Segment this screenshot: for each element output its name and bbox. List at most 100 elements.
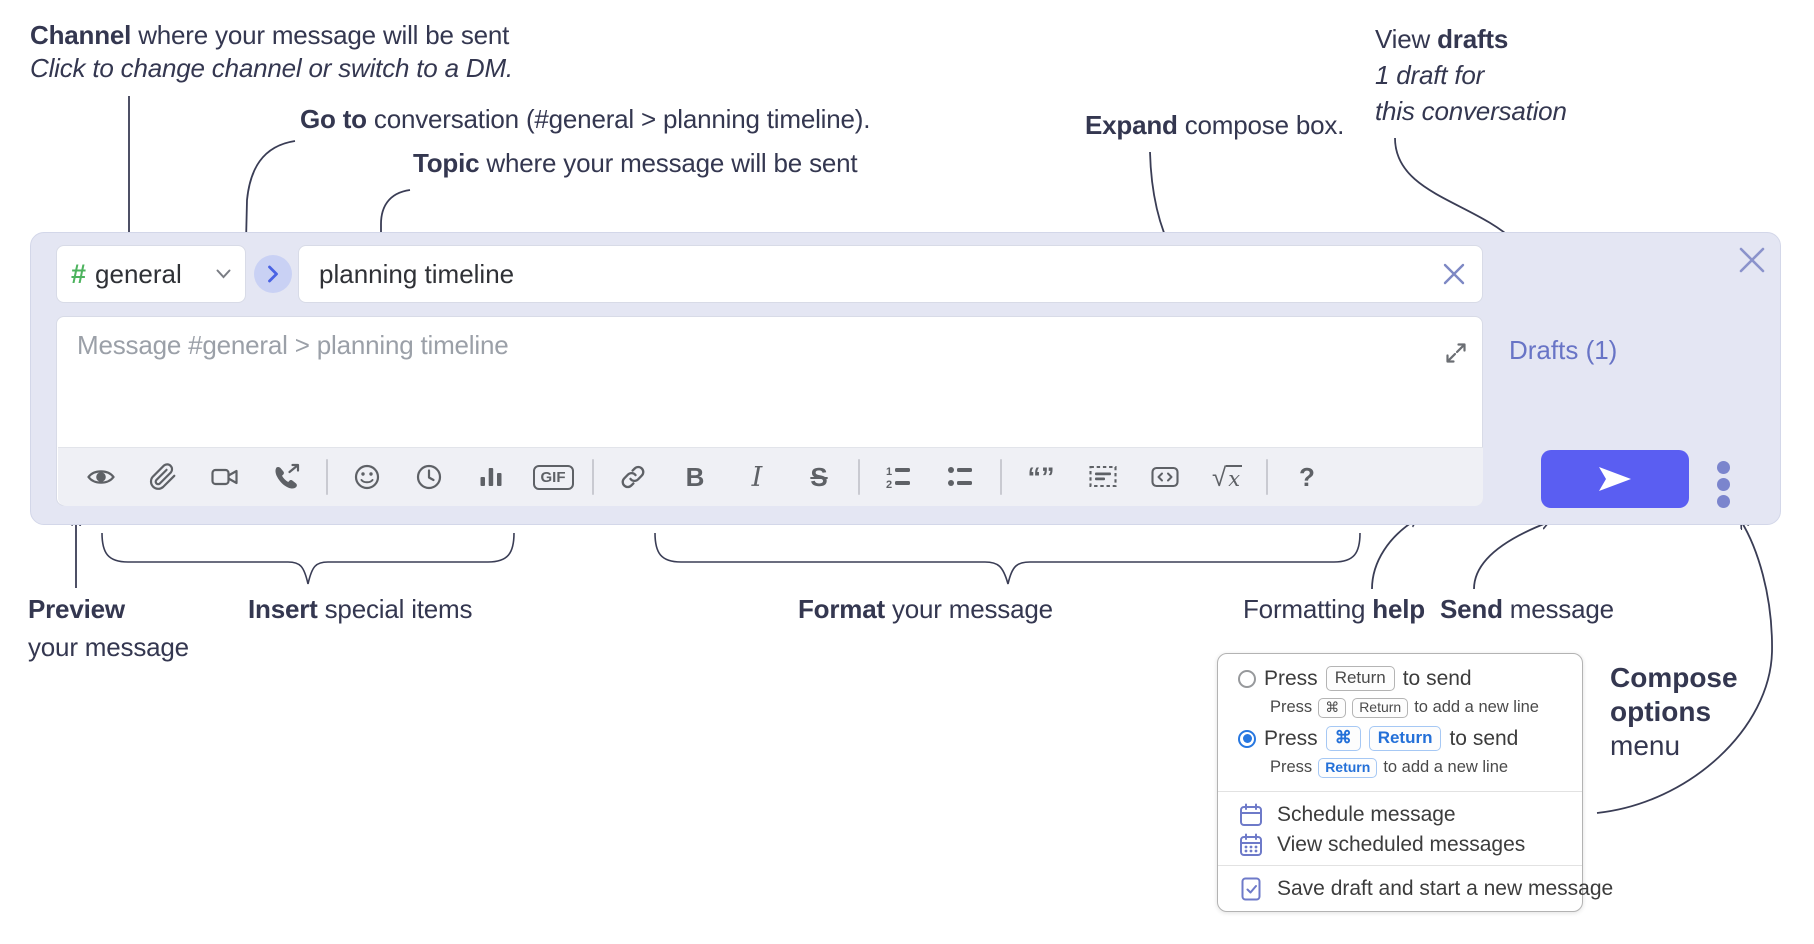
dot-icon — [1717, 461, 1730, 474]
toolbar-divider — [858, 459, 860, 495]
send-pointer-line — [1473, 522, 1549, 590]
clear-topic-icon[interactable] — [1442, 262, 1466, 286]
drafts-annotation-line3: this conversation — [1375, 96, 1567, 127]
goto-conversation-button[interactable] — [254, 255, 292, 293]
preview-icon[interactable] — [70, 454, 132, 500]
format-annotation-rest: your message — [884, 594, 1053, 624]
compose-options-line1-text: Compose — [1610, 662, 1738, 693]
poll-icon[interactable] — [460, 454, 522, 500]
math-variable-glyph: x — [1226, 464, 1243, 491]
link-icon[interactable] — [602, 454, 664, 500]
send-annotation: Send message — [1440, 594, 1614, 625]
schedule-message-item[interactable]: Schedule message — [1238, 802, 1456, 828]
voice-call-icon[interactable] — [256, 454, 318, 500]
topic-value: planning timeline — [319, 258, 515, 289]
channel-annotation-rest: where your message will be sent — [131, 20, 510, 50]
channel-selector[interactable]: # general — [56, 245, 246, 303]
radio-selected-icon[interactable] — [1238, 729, 1256, 748]
svg-text:2: 2 — [886, 479, 892, 491]
preview-annotation-bold: Preview — [28, 594, 125, 624]
drafts-annotation-line3-text: this conversation — [1375, 96, 1567, 126]
expand-annotation: Expand compose box. — [1085, 110, 1344, 141]
expand-annotation-rest: compose box. — [1177, 110, 1345, 140]
chevron-down-icon — [216, 269, 231, 279]
draft-document-icon — [1241, 877, 1261, 901]
kbd-return-blue: Return — [1368, 726, 1442, 752]
send-annotation-rest: message — [1502, 594, 1614, 624]
option-subtext: Press — [1270, 758, 1313, 777]
quote-icon[interactable]: “” — [1010, 454, 1072, 500]
preview-annotation-line1: Preview — [28, 594, 125, 625]
send-option-cmd-return[interactable]: Press ⌘ Return to send — [1238, 726, 1519, 752]
option-subtext: to add a new line — [1383, 758, 1509, 777]
formatting-help-bold: help — [1372, 594, 1425, 624]
send-option-return[interactable]: Press Return to send — [1238, 666, 1472, 692]
send-icon — [1599, 467, 1631, 491]
drafts-annotation-line2: 1 draft for — [1375, 60, 1484, 91]
gif-icon[interactable]: GIF — [522, 454, 584, 500]
video-call-icon[interactable] — [194, 454, 256, 500]
goto-pointer-line — [246, 140, 296, 242]
insert-annotation-rest: special items — [317, 594, 473, 624]
math-icon[interactable]: √x — [1196, 454, 1258, 500]
message-box[interactable]: Message #general > planning timeline — [56, 316, 1483, 506]
send-button[interactable] — [1541, 450, 1689, 508]
close-compose-icon[interactable] — [1738, 246, 1766, 274]
channel-annotation-bold: Channel — [30, 20, 132, 50]
format-annotation-bold: Format — [798, 594, 885, 624]
chevron-right-icon — [268, 265, 278, 283]
topic-input[interactable]: planning timeline — [298, 245, 1483, 303]
attach-file-icon[interactable] — [132, 454, 194, 500]
strike-label: S — [810, 461, 828, 492]
menu-divider — [1218, 791, 1582, 792]
drafts-annotation-line1: View drafts — [1375, 24, 1508, 55]
expand-annotation-bold: Expand — [1085, 110, 1178, 140]
insert-brace — [101, 532, 515, 585]
code-icon[interactable] — [1134, 454, 1196, 500]
message-placeholder: Message #general > planning timeline — [77, 330, 509, 360]
expand-compose-icon[interactable] — [1444, 341, 1468, 365]
preview-annotation-line2-text: your message — [28, 632, 189, 662]
topic-annotation-bold: Topic — [413, 148, 480, 178]
toolbar-divider — [1266, 459, 1268, 495]
calendar-dots-icon — [1240, 833, 1262, 856]
schedule-message-label: Schedule message — [1277, 803, 1456, 826]
view-scheduled-messages-label: View scheduled messages — [1277, 833, 1526, 856]
quote-label: “” — [1027, 461, 1055, 492]
formatting-help-pointer-line — [1371, 519, 1417, 590]
option-text: to send — [1449, 726, 1519, 750]
bulleted-list-icon[interactable] — [930, 454, 992, 500]
goto-annotation-bold: Go to — [300, 104, 367, 134]
send-option-cmd-return-subtext: Press Return to add a new line — [1270, 758, 1508, 778]
topic-annotation: Topic where your message will be sent — [413, 148, 858, 179]
strikethrough-icon[interactable]: S — [788, 454, 850, 500]
option-text: to send — [1402, 666, 1472, 690]
spoiler-icon[interactable] — [1072, 454, 1134, 500]
message-formatting-help-icon[interactable]: ? — [1276, 454, 1338, 500]
italic-label: I — [751, 461, 763, 493]
drafts-link[interactable]: Drafts (1) — [1509, 335, 1618, 365]
bold-label: B — [685, 461, 705, 492]
toolbar-divider — [1000, 459, 1002, 495]
channel-name: general — [95, 258, 182, 289]
channel-annotation-italic: Click to change channel or switch to a D… — [30, 53, 513, 84]
time-icon[interactable] — [398, 454, 460, 500]
option-subtext: Press — [1270, 698, 1313, 717]
view-scheduled-messages-item[interactable]: View scheduled messages — [1238, 832, 1525, 858]
kbd-return-blue: Return — [1318, 758, 1378, 778]
bold-icon[interactable]: B — [664, 454, 726, 500]
math-root-glyph: √ — [1211, 461, 1227, 492]
topic-annotation-rest: where your message will be sent — [479, 148, 858, 178]
radio-unselected-icon[interactable] — [1238, 669, 1256, 688]
compose-options-menu-button[interactable] — [1717, 461, 1730, 508]
emoji-icon[interactable] — [336, 454, 398, 500]
save-draft-label: Save draft and start a new message — [1277, 877, 1614, 900]
save-draft-item[interactable]: Save draft and start a new message — [1238, 876, 1613, 902]
kbd-return: Return — [1352, 698, 1409, 718]
insert-annotation: Insert special items — [248, 594, 473, 625]
svg-text:1: 1 — [886, 466, 892, 478]
italic-icon[interactable]: I — [726, 454, 788, 500]
send-option-return-subtext: Press ⌘ Return to add a new line — [1270, 698, 1539, 718]
dot-icon — [1717, 495, 1730, 508]
